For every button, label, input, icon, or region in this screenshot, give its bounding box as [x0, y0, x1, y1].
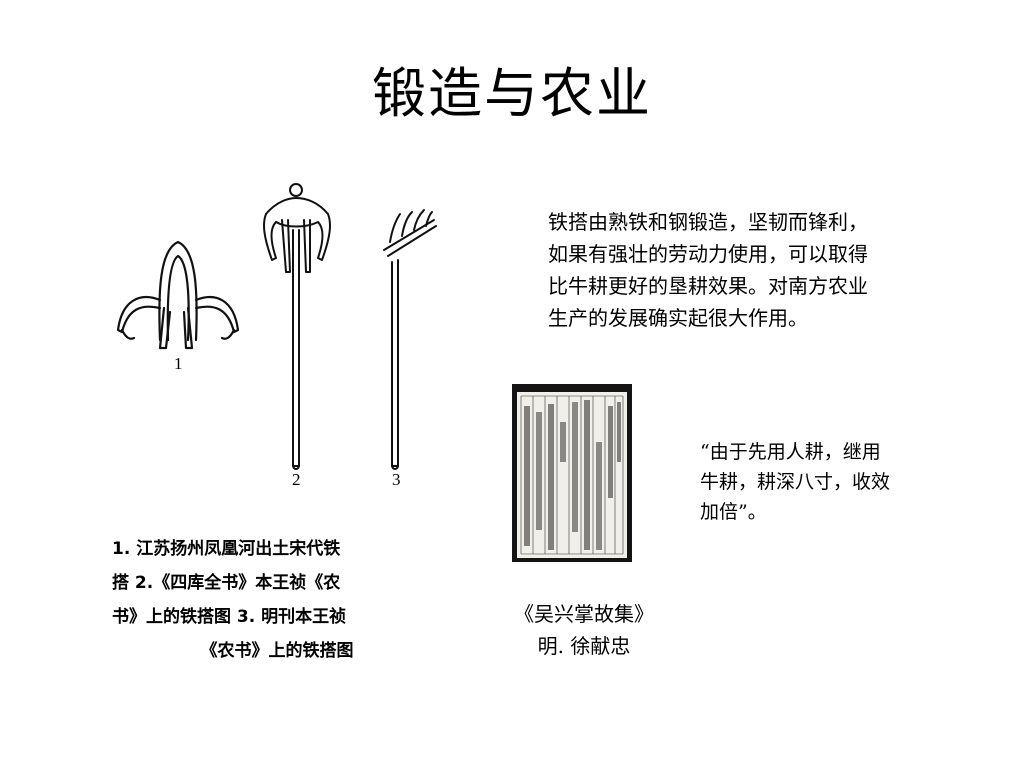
quote-line: 牛耕，耕深八寸，收效 [700, 471, 891, 493]
caption-line: 搭 2.《四库全书》本王祯《农 [112, 573, 341, 593]
paragraph-line: 生产的发展确实起很大作用。 [548, 306, 808, 330]
quote: “由于先用人耕，继用 牛耕，耕深八寸，收效 加倍”。 [700, 437, 940, 527]
illustration-caption: 1. 江苏扬州凤凰河出土宋代铁 搭 2.《四库全书》本王祯《农 书》上的铁搭图 … [112, 532, 442, 668]
book-text-columns [520, 395, 624, 555]
caption-line: 书》上的铁搭图 3. 明刊本王祯 [112, 607, 347, 627]
iron-rake-illustration: 1 2 3 [100, 180, 440, 490]
caption-line: 《农书》上的铁搭图 [200, 641, 354, 661]
slide-title: 锻造与农业 [372, 62, 652, 125]
book-title: 《吴兴掌故集》 [514, 602, 654, 626]
book-page [517, 392, 627, 558]
book-author: 明. 徐献忠 [537, 634, 631, 658]
book-caption: 《吴兴掌故集》 明. 徐献忠 [494, 598, 674, 662]
main-paragraph: 铁搭由熟铁和钢锻造，坚韧而锋利， 如果有强壮的劳动力使用，可以取得 比牛耕更好的… [548, 206, 968, 334]
tool-number-2: 2 [292, 470, 301, 489]
tool-number-3: 3 [392, 470, 401, 489]
quote-line: “由于先用人耕，继用 [700, 441, 881, 463]
iron-rake-1-drawing [116, 240, 240, 350]
iron-rake-3-drawing [383, 209, 437, 470]
caption-line: 1. 江苏扬州凤凰河出土宋代铁 [112, 539, 341, 559]
book-page-image [512, 384, 632, 562]
iron-rake-drawings [116, 183, 437, 470]
quote-line: 加倍”。 [700, 501, 767, 523]
iron-rake-2-drawing [263, 183, 331, 470]
paragraph-line: 如果有强壮的劳动力使用，可以取得 [548, 242, 868, 266]
paragraph-line: 比牛耕更好的垦耕效果。对南方农业 [548, 274, 868, 298]
tool-number-1: 1 [174, 354, 183, 373]
paragraph-line: 铁搭由熟铁和钢锻造，坚韧而锋利， [548, 210, 868, 234]
